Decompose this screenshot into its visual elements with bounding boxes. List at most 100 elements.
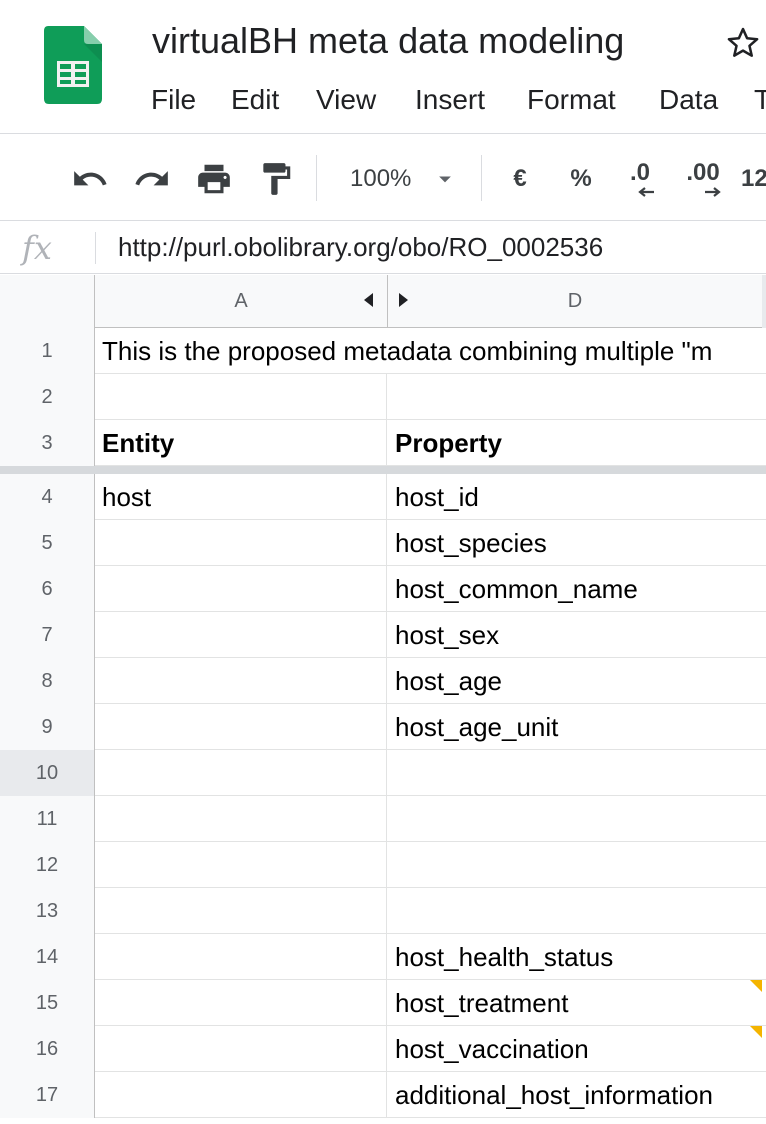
more-formats-button[interactable]: 12 xyxy=(741,159,766,199)
cell-d7[interactable]: host_sex xyxy=(395,620,500,650)
cell-d6[interactable]: host_common_name xyxy=(395,574,638,604)
table-row: 1 This is the proposed metadata combinin… xyxy=(0,328,766,374)
undo-icon xyxy=(74,171,107,186)
cell-d5[interactable]: host_species xyxy=(395,528,547,558)
cell-a17[interactable] xyxy=(95,1072,387,1118)
menu-file[interactable]: File xyxy=(151,84,197,115)
cell-a4[interactable]: host xyxy=(95,474,387,520)
document-title[interactable]: virtualBH meta data modeling xyxy=(152,20,625,61)
cell-a6[interactable] xyxy=(95,566,387,612)
percent-format-button[interactable]: % xyxy=(561,159,601,199)
column-header-row: A D xyxy=(0,275,766,328)
formula-separator xyxy=(95,232,96,264)
row-header[interactable]: 2 xyxy=(0,374,95,420)
table-row: 17 additional_host_information xyxy=(0,1072,766,1118)
row-header[interactable]: 15 xyxy=(0,980,95,1026)
undo-button[interactable] xyxy=(68,159,112,199)
row-header[interactable]: 9 xyxy=(0,704,95,750)
fx-icon: fx xyxy=(22,229,52,267)
redo-button[interactable] xyxy=(130,159,174,199)
paint-format-button[interactable] xyxy=(254,159,298,199)
hidden-columns-right-icon[interactable] xyxy=(399,293,408,307)
cell-d16[interactable]: host_vaccination xyxy=(395,1034,589,1064)
cell-a16[interactable] xyxy=(95,1026,387,1072)
cell-d4[interactable]: host_id xyxy=(395,482,479,512)
frozen-rows-divider[interactable] xyxy=(0,466,766,474)
row-header[interactable]: 4 xyxy=(0,474,95,520)
row-header[interactable]: 6 xyxy=(0,566,95,612)
row-header[interactable]: 14 xyxy=(0,934,95,980)
cell-a2[interactable] xyxy=(95,374,387,420)
cell-a12[interactable] xyxy=(95,842,387,888)
spreadsheet-grid: A D 1 This is the proposed metadata comb… xyxy=(0,275,766,1124)
cell-a10[interactable] xyxy=(95,750,387,796)
row-header[interactable]: 10 xyxy=(0,750,95,796)
cell-note-indicator[interactable] xyxy=(750,980,762,992)
row-header[interactable]: 12 xyxy=(0,842,95,888)
row-header[interactable]: 7 xyxy=(0,612,95,658)
zoom-value: 100% xyxy=(350,165,412,192)
row-header[interactable]: 5 xyxy=(0,520,95,566)
menu-tools[interactable]: T xyxy=(754,84,766,115)
formula-bar: fx http://purl.obolibrary.org/obo/RO_000… xyxy=(0,222,766,274)
increase-decimals-label: .00 xyxy=(686,159,720,186)
cell-d15[interactable]: host_treatment xyxy=(395,988,569,1018)
select-all-corner[interactable] xyxy=(0,275,95,328)
cell-a11[interactable] xyxy=(95,796,387,842)
table-row: 16 host_vaccination xyxy=(0,1026,766,1072)
sheets-logo-icon[interactable] xyxy=(44,26,102,104)
menu-insert[interactable]: Insert xyxy=(415,84,486,115)
cell-d12[interactable] xyxy=(388,842,764,888)
cell-d10[interactable] xyxy=(388,750,764,796)
decrease-decimals-label: .0 xyxy=(629,159,650,186)
cell-a7[interactable] xyxy=(95,612,387,658)
menu-data[interactable]: Data xyxy=(659,84,719,115)
cell-a8[interactable] xyxy=(95,658,387,704)
decrease-decimals-button[interactable]: .0 xyxy=(618,159,662,199)
cell-d11[interactable] xyxy=(388,796,764,842)
cell-d14[interactable]: host_health_status xyxy=(395,942,614,972)
cell-d9[interactable]: host_age_unit xyxy=(395,712,559,742)
menu-format[interactable]: Format xyxy=(527,84,616,115)
row-header[interactable]: 13 xyxy=(0,888,95,934)
cell-d13[interactable] xyxy=(388,888,764,934)
paint-format-icon xyxy=(263,163,291,195)
table-row: 7 host_sex xyxy=(0,612,766,658)
currency-format-button[interactable]: € xyxy=(500,159,540,199)
table-row: 14 host_health_status xyxy=(0,934,766,980)
cell-note-indicator[interactable] xyxy=(750,1026,762,1038)
cell-a9[interactable] xyxy=(95,704,387,750)
zoom-select[interactable]: 100% xyxy=(340,159,470,199)
menu-view[interactable]: View xyxy=(316,84,377,115)
row-header[interactable]: 1 xyxy=(0,328,95,374)
row-header[interactable]: 3 xyxy=(0,420,95,466)
cell-d3[interactable]: Property xyxy=(395,428,502,458)
row-header[interactable]: 8 xyxy=(0,658,95,704)
print-icon xyxy=(198,164,230,194)
row-header[interactable]: 11 xyxy=(0,796,95,842)
toolbar-separator xyxy=(316,155,317,201)
column-header-d[interactable]: D xyxy=(567,290,583,312)
hidden-columns-left-icon[interactable] xyxy=(364,293,373,307)
cell-a15[interactable] xyxy=(95,980,387,1026)
cell-a13[interactable] xyxy=(95,888,387,934)
row-header[interactable]: 16 xyxy=(0,1026,95,1072)
star-icon[interactable] xyxy=(724,24,762,62)
cell-a1[interactable]: This is the proposed metadata combining … xyxy=(102,336,713,366)
print-button[interactable] xyxy=(192,159,236,199)
menu-edit[interactable]: Edit xyxy=(231,84,280,115)
formula-input[interactable]: http://purl.obolibrary.org/obo/RO_000253… xyxy=(118,232,604,262)
table-row: 5 host_species xyxy=(0,520,766,566)
app-header: virtualBH meta data modeling File Edit V… xyxy=(0,0,766,134)
percent-icon: % xyxy=(570,165,592,192)
cell-a5[interactable] xyxy=(95,520,387,566)
cell-d17[interactable]: additional_host_information xyxy=(395,1080,713,1110)
column-header-a[interactable]: A xyxy=(234,290,248,312)
cell-d8[interactable]: host_age xyxy=(395,666,502,696)
increase-decimals-button[interactable]: .00 xyxy=(678,159,728,199)
cell-a14[interactable] xyxy=(95,934,387,980)
cell-a3[interactable]: Entity xyxy=(95,420,387,466)
toolbar: 100% € % .0 .00 12 xyxy=(0,135,766,221)
row-header[interactable]: 17 xyxy=(0,1072,95,1118)
cell-d2[interactable] xyxy=(388,374,764,420)
